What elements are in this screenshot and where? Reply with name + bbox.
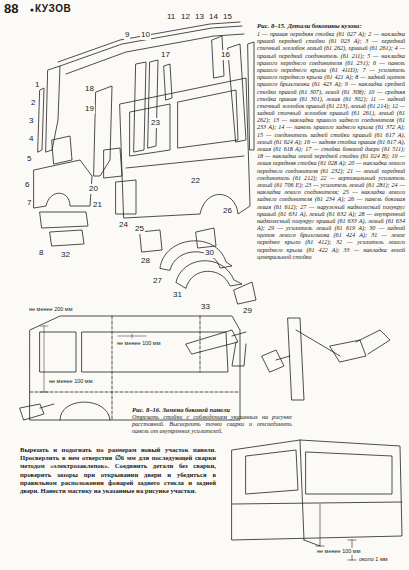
- body-text: 1 — правая передняя стойка (61 027 A); 2…: [257, 31, 405, 261]
- callout-number: 25: [134, 224, 145, 234]
- callout-number: 32: [60, 250, 71, 260]
- callout-number: 6: [24, 180, 30, 190]
- callout-number: 11: [166, 12, 176, 22]
- callout-number: 1: [34, 80, 40, 90]
- figure-caption: Рис. 8–16. Замена боковой панели: [132, 406, 292, 414]
- callout-number: 23: [150, 118, 161, 128]
- callout-number: 5: [26, 154, 32, 164]
- dimension-label: не менее 100 мм: [316, 548, 361, 555]
- callout-number: 30: [204, 248, 215, 258]
- callout-number: 13: [194, 12, 205, 22]
- callout-number: 17: [160, 50, 171, 60]
- callout-number: 8: [38, 248, 44, 258]
- callout-number: 9: [124, 30, 130, 40]
- body-text: Вырезать и подогнать по размерам новый у…: [20, 446, 216, 495]
- body-side-parts: [34, 22, 256, 304]
- dimension-label: около 1 мм: [358, 556, 388, 563]
- callout-number: 21: [92, 200, 103, 210]
- van-side-panel: [30, 316, 240, 420]
- callout-number: 27: [152, 276, 163, 286]
- callout-number: 4: [28, 134, 34, 144]
- figure-caption: Рис. 8–15. Детали боковины кузова:: [257, 22, 405, 30]
- callout-number: 16: [220, 50, 231, 60]
- callout-number: 15: [222, 12, 233, 22]
- callout-number: 22: [190, 176, 201, 186]
- callout-number: 20: [88, 184, 99, 194]
- dimension-label: не менее 200 мм: [28, 306, 73, 313]
- callout-number: 19: [84, 104, 95, 114]
- callout-number: 31: [172, 290, 183, 300]
- pillar-cut: [262, 318, 390, 400]
- body-text: Отрезать стойки с соблюдением указанных …: [132, 414, 292, 436]
- van-rear-view: [232, 440, 402, 560]
- callout-number: 7: [26, 198, 32, 208]
- callout-number: 3: [28, 116, 34, 126]
- callout-number: 18: [84, 84, 95, 94]
- callout-number: 10: [140, 30, 151, 40]
- page-number: 88: [4, 1, 18, 17]
- section-name: КУЗОВ: [35, 3, 71, 15]
- callout-number: 24: [118, 220, 129, 230]
- dimension-label: не менее 100 мм: [48, 378, 93, 385]
- callout-number: 28: [140, 256, 151, 266]
- dimension-label: не менее 100 мм: [116, 340, 161, 347]
- callout-number: 29: [242, 306, 253, 316]
- header-bullet: [30, 8, 33, 11]
- callout-number: 26: [222, 206, 233, 216]
- callout-number: 33: [200, 302, 211, 312]
- callout-number: 14: [208, 12, 219, 22]
- callout-number: 12: [180, 12, 191, 22]
- callout-number: 2: [30, 98, 36, 108]
